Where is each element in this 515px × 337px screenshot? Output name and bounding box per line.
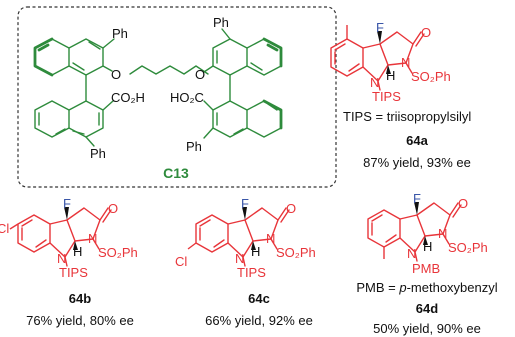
compound-64a-carbonyl-oxygen: O xyxy=(421,25,431,40)
catalyst-label: C13 xyxy=(163,165,189,181)
catalyst-acid-right: HO₂C xyxy=(170,90,204,105)
compound-64a-n-substituent: TIPS xyxy=(372,89,401,104)
catalyst-acid-left: CO₂H xyxy=(111,90,145,105)
compound-64c-indoline-nitrogen: N xyxy=(235,251,244,266)
compound-64d-result: 50% yield, 90% ee xyxy=(373,321,481,336)
compound-64d-n-substituent: PMB xyxy=(412,261,440,276)
compound-64d-hydrogen: H xyxy=(423,239,432,254)
compound-64d-carbonyl-oxygen: O xyxy=(458,196,468,211)
tips-note: TIPS = triisopropylsilyl xyxy=(343,109,471,124)
compound-64c-label: 64c xyxy=(248,291,270,306)
compound-64d-amide-nitrogen: N xyxy=(438,226,447,241)
compound-64c-chlorine: Cl xyxy=(175,254,187,269)
compound-64b-carbonyl-oxygen: O xyxy=(108,201,118,216)
compound-64c-sulfonyl: SO₂Ph xyxy=(276,245,316,260)
catalyst-oxygen-left: O xyxy=(111,67,121,82)
compound-64b-indoline-nitrogen: N xyxy=(57,251,66,266)
compound-64c-fluorine: F xyxy=(241,196,249,211)
compound-64d-structure xyxy=(367,202,462,262)
pmb-note-italic: p xyxy=(398,280,406,295)
catalyst-structure xyxy=(33,28,283,147)
compound-64a-fluorine: F xyxy=(376,20,384,35)
compound-64b-sulfonyl: SO₂Ph xyxy=(98,245,138,260)
compound-64b-label: 64b xyxy=(69,291,91,306)
pmb-note-suffix: -methoxybenzyl xyxy=(407,280,498,295)
catalyst-ph-top-left: Ph xyxy=(112,26,128,41)
compound-64a-result: 87% yield, 93% ee xyxy=(363,155,471,170)
catalyst-frame xyxy=(17,6,337,188)
compound-64a-amide-nitrogen: N xyxy=(401,55,410,70)
compound-64d-label: 64d xyxy=(416,301,438,316)
compound-64b-n-substituent: TIPS xyxy=(59,265,88,280)
compound-64c-n-substituent: TIPS xyxy=(237,265,266,280)
compound-64a-label: 64a xyxy=(406,133,428,148)
catalyst-ph-top-right: Ph xyxy=(213,15,229,30)
compound-64c-structure xyxy=(187,207,290,267)
compound-64d-fluorine: F xyxy=(413,191,421,206)
compound-64c-carbonyl-oxygen: O xyxy=(286,201,296,216)
tips-note-definition: triisopropylsilyl xyxy=(387,109,472,124)
pmb-note: PMB = p-methoxybenzyl xyxy=(356,280,497,295)
compound-64a-indoline-nitrogen: N xyxy=(370,75,379,90)
catalyst-ph-bottom-left: Ph xyxy=(90,146,106,161)
compound-64c-result: 66% yield, 92% ee xyxy=(205,313,313,328)
compound-64c-amide-nitrogen: N xyxy=(266,231,275,246)
compound-64a-hydrogen: H xyxy=(386,68,395,83)
compound-64b-fluorine: F xyxy=(63,196,71,211)
compound-64d-indoline-nitrogen: N xyxy=(407,246,416,261)
pmb-note-prefix: PMB = xyxy=(356,280,399,295)
catalyst-oxygen-right: O xyxy=(195,67,205,82)
compound-64a-structure xyxy=(330,25,425,91)
compound-64b-amide-nitrogen: N xyxy=(88,231,97,246)
compound-64c-hydrogen: H xyxy=(251,244,260,259)
compound-64b-chlorine: Cl xyxy=(0,221,9,236)
compound-64a-sulfonyl: SO₂Ph xyxy=(411,69,451,84)
compound-64d-sulfonyl: SO₂Ph xyxy=(448,240,488,255)
catalyst-ph-bottom-right: Ph xyxy=(186,139,202,154)
compound-64b-structure xyxy=(9,207,112,267)
compound-64b-result: 76% yield, 80% ee xyxy=(26,313,134,328)
tips-note-prefix: TIPS = xyxy=(343,109,387,124)
compound-64b-hydrogen: H xyxy=(73,244,82,259)
